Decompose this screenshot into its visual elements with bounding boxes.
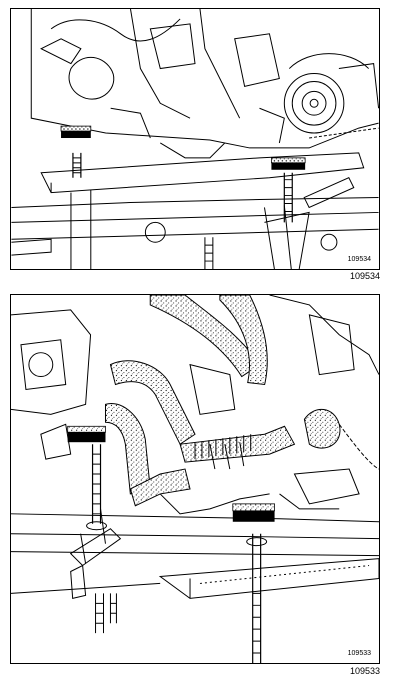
figure-109534: 109534	[10, 8, 380, 270]
figure-reference-number: 109534	[349, 271, 380, 281]
figure-inner-reference: 109533	[347, 650, 371, 657]
figure-109533: 109533	[10, 294, 380, 664]
figure-inner-reference: 109534	[347, 256, 371, 263]
engine-support-illustration	[11, 9, 379, 269]
figure-reference-number: 109533	[349, 666, 380, 676]
engine-hoses-illustration	[11, 295, 379, 663]
